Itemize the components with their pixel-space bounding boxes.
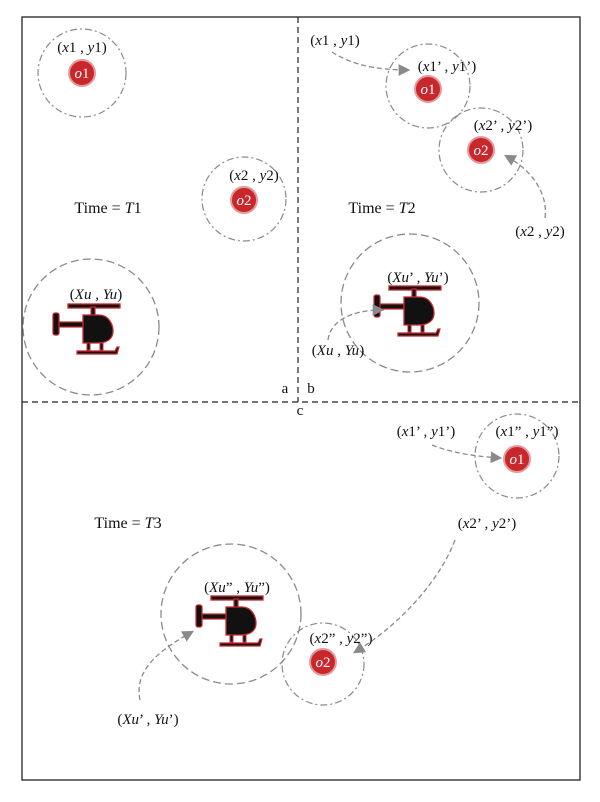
panel-c: Time = T3 (x1’ , y1’) o1 (x1” , y1”) (x2… [94, 413, 560, 728]
uav-range-circle [22, 258, 160, 396]
time-label-t2: Time = T2 [348, 200, 415, 217]
time-label-t3: Time = T3 [94, 515, 161, 532]
coord-label: (x1 , y1) [57, 40, 107, 56]
panel-letter-a: a [282, 381, 289, 397]
frame-border [21, 16, 581, 781]
object-o2: o2 [309, 648, 337, 676]
coord-label: (Xu , Yu) [312, 343, 364, 359]
helicopter-icon [52, 303, 121, 355]
coord-label: (x2 , y2) [229, 168, 279, 184]
motion-arrow [352, 539, 456, 654]
panel-b: Time = T2 (x1 , y1) o1 (x1’ , y1’) o2 (x… [310, 33, 565, 373]
object-o1: o1 [414, 75, 442, 103]
svg-text:o1: o1 [510, 452, 525, 468]
motion-arrow [138, 630, 195, 701]
motion-arrow [503, 154, 547, 219]
circle-marker-icon [414, 75, 442, 103]
time-label-t1: Time = T1 [74, 200, 141, 217]
coord-label: (Xu’ , Yu’) [387, 270, 448, 286]
motion-arrow [327, 304, 385, 341]
coord-label: (x2” , y2”) [310, 631, 373, 647]
coord-label: (Xu , Yu) [70, 287, 122, 303]
object-o1: o1 [68, 59, 96, 87]
object-o1: o1 [503, 445, 531, 473]
coord-label: (x1 , y1) [310, 33, 360, 49]
coord-label: (Xu’ , Yu’) [117, 712, 178, 728]
coord-label: (x1” , y1”) [496, 424, 559, 440]
object-range-circle [385, 43, 471, 129]
svg-text:o2: o2 [474, 143, 489, 159]
helicopter-icon [195, 595, 264, 647]
svg-text:o2: o2 [237, 193, 252, 209]
svg-text:o1: o1 [75, 66, 90, 82]
circle-marker-icon [503, 445, 531, 473]
coord-label: (x2’ , y2’) [458, 516, 516, 532]
coord-label: (x1’ , y1’) [397, 424, 455, 440]
circle-marker-icon [309, 648, 337, 676]
object-o2: o2 [230, 186, 258, 214]
object-range-circle [438, 107, 524, 193]
circle-marker-icon [230, 186, 258, 214]
coord-label: (x2’ , y2’) [474, 118, 532, 134]
circle-marker-icon [68, 59, 96, 87]
panel-letter-b: b [307, 381, 315, 397]
panel-a: Time = T1 o1 (x1 , y1) o2 (x2 , y2) (Xu … [22, 28, 287, 396]
svg-text:o1: o1 [421, 82, 436, 98]
object-range-circle [201, 156, 287, 242]
object-range-circle [474, 413, 560, 499]
coord-label: (Xu” , Yu”) [204, 580, 270, 596]
panel-letter-c: c [297, 403, 304, 419]
object-range-circle [37, 28, 127, 118]
object-range-circle [281, 622, 365, 706]
svg-text:o2: o2 [316, 655, 331, 671]
object-o2: o2 [467, 136, 495, 164]
circle-marker-icon [467, 136, 495, 164]
uav-range-circle [340, 233, 480, 373]
uav-range-circle [160, 543, 302, 685]
motion-arrow [331, 51, 411, 76]
motion-arrow [431, 444, 503, 464]
coord-label: (x2 , y2) [515, 224, 565, 240]
coord-label: (x1’ , y1’) [418, 59, 476, 75]
helicopter-icon [373, 285, 442, 337]
